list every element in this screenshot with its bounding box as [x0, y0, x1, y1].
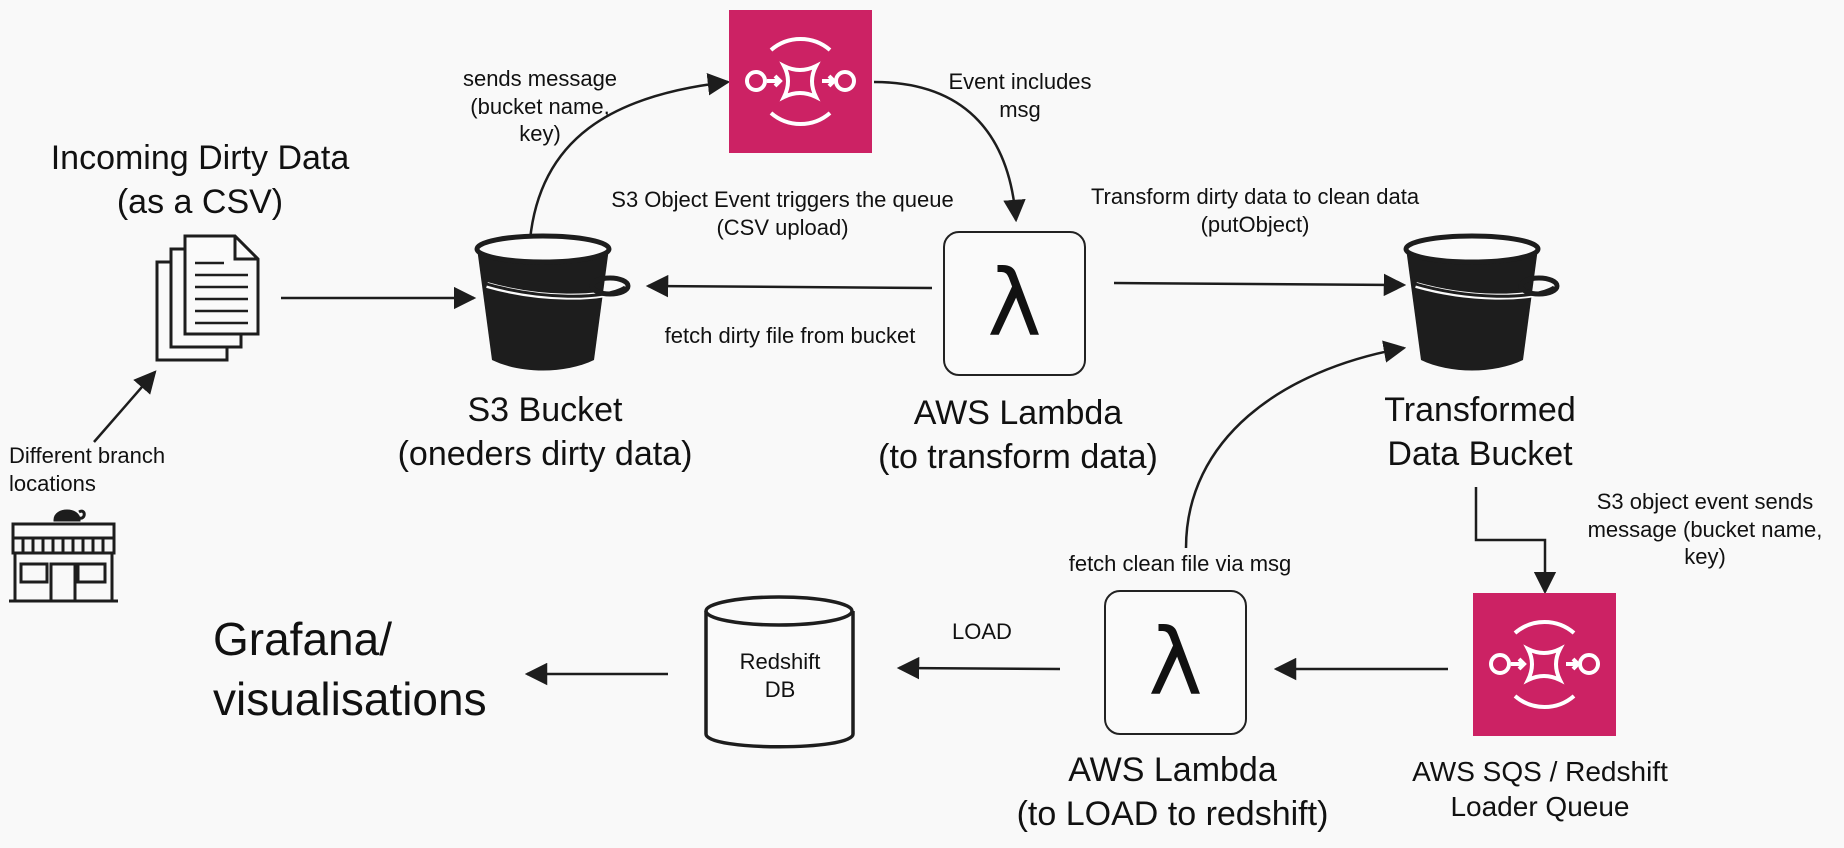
sqs-loader-queue-label: AWS SQS / Redshift Loader Queue	[1412, 756, 1668, 822]
sends-message-label: sends message (bucket name, key)	[462, 66, 618, 146]
s3-event-sends-label: S3 object event sends message (bucket na…	[1587, 489, 1823, 569]
s3-bucket-label: S3 Bucket (oneders dirty data)	[397, 391, 693, 474]
database-icon	[704, 595, 855, 749]
object-event-label: S3 Object Event triggers the queue (CSV …	[611, 187, 954, 240]
fetch-clean-label: fetch clean file via msg	[1068, 551, 1292, 576]
arrow-lambda-to-s3	[645, 274, 933, 298]
lambda-symbol: λ	[987, 249, 1042, 357]
s3-bucket-icon	[474, 233, 631, 371]
redshift-db-label: Redshift DB	[739, 649, 821, 702]
s3-bucket-icon	[1403, 233, 1560, 371]
arrow-s3-to-sqs	[528, 73, 731, 241]
branch-locations-label: Different branch locations	[9, 443, 166, 496]
documents-icon	[155, 234, 260, 362]
arrow-sqs-to-lambda	[873, 80, 1026, 223]
store-icon	[9, 509, 118, 603]
arrow-transformed-to-sqs	[1474, 487, 1557, 595]
transformed-bucket-label: Transformed Data Bucket	[1384, 391, 1576, 474]
sqs-queue-icon	[1473, 593, 1616, 736]
lambda-symbol: λ	[1148, 608, 1203, 716]
fetch-dirty-label: fetch dirty file from bucket	[664, 323, 916, 348]
lambda-icon: λ	[943, 231, 1086, 376]
event-includes-label: Event includes msg	[948, 69, 1092, 122]
grafana-label: Grafana/ visualisations	[213, 613, 487, 725]
lambda-transform-label: AWS Lambda (to transform data)	[878, 394, 1158, 477]
arrow-lambda-load-to-transformed	[1184, 340, 1407, 549]
load-label: LOAD	[952, 619, 1012, 644]
sqs-queue-icon	[729, 10, 872, 153]
lambda-icon: λ	[1104, 590, 1247, 735]
arrow-lambda-to-transformed	[1113, 273, 1407, 297]
arrow-branch-to-docs	[93, 370, 157, 443]
transform-label: Transform dirty data to clean data (putO…	[1090, 184, 1420, 237]
arrow-lambda-load-to-redshift	[896, 656, 1061, 680]
incoming-dirty-data-label: Incoming Dirty Data (as a CSV)	[50, 139, 350, 222]
lambda-load-label: AWS Lambda (to LOAD to redshift)	[1016, 751, 1329, 834]
